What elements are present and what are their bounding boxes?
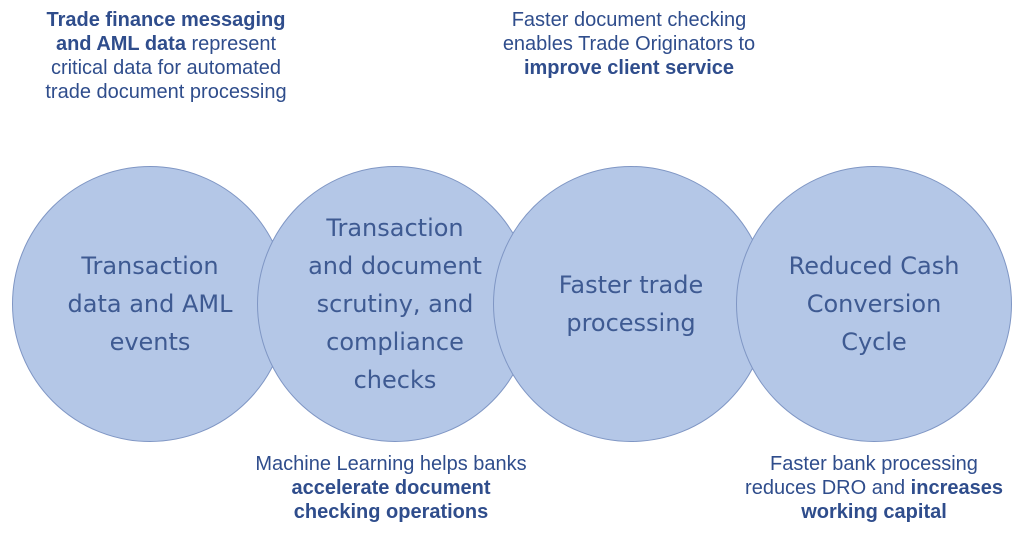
circle-3-line-1: Faster trade — [558, 271, 704, 299]
circle-1-line-3: events — [109, 328, 191, 356]
note-top-right-text: Faster document checking enables Trade O… — [502, 9, 756, 55]
note-top-left-text: represent critical data for automated tr… — [45, 33, 287, 103]
circle-2-line-3: scrutiny, and — [316, 290, 474, 318]
note-top-left-bold: Trade finance messaging and AML data — [46, 9, 286, 55]
note-bottom-right: Faster bank processing reduces DRO and i… — [738, 452, 1010, 524]
note-bottom-left: Machine Learning helps banks accelerate … — [250, 452, 532, 524]
note-top-right-bold: improve client service — [523, 57, 735, 79]
circle-transaction-scrutiny: Transaction and document scrutiny, and c… — [257, 166, 533, 442]
circle-2-line-5: checks — [353, 366, 437, 394]
circle-faster-trade-processing: Faster trade processing — [493, 166, 769, 442]
circle-reduced-cash-conversion: Reduced Cash Conversion Cycle — [736, 166, 1012, 442]
circle-2-line-2: and document — [308, 252, 482, 280]
circle-4-line-3: Cycle — [841, 328, 907, 356]
circle-1-line-2: data and AML — [67, 290, 233, 318]
circle-3-line-2: processing — [566, 309, 696, 337]
note-bottom-right-bold: increases working capital — [801, 477, 1003, 523]
note-top-right: Faster document checking enables Trade O… — [488, 8, 770, 80]
circle-4-line-2: Conversion — [806, 290, 942, 318]
note-bottom-left-bold: accelerate document checking operations — [291, 477, 491, 523]
circle-4-line-1: Reduced Cash — [788, 252, 960, 280]
circle-2-line-4: compliance — [326, 328, 464, 356]
circle-2-line-1: Transaction — [326, 214, 464, 242]
circle-transaction-data: Transaction data and AML events — [12, 166, 288, 442]
note-bottom-right-text: Faster bank processing reduces DRO and — [745, 453, 978, 499]
note-top-left: Trade finance messaging and AML data rep… — [30, 8, 302, 104]
note-bottom-left-text: Machine Learning helps banks — [255, 453, 527, 475]
circle-1-line-1: Transaction — [81, 252, 219, 280]
